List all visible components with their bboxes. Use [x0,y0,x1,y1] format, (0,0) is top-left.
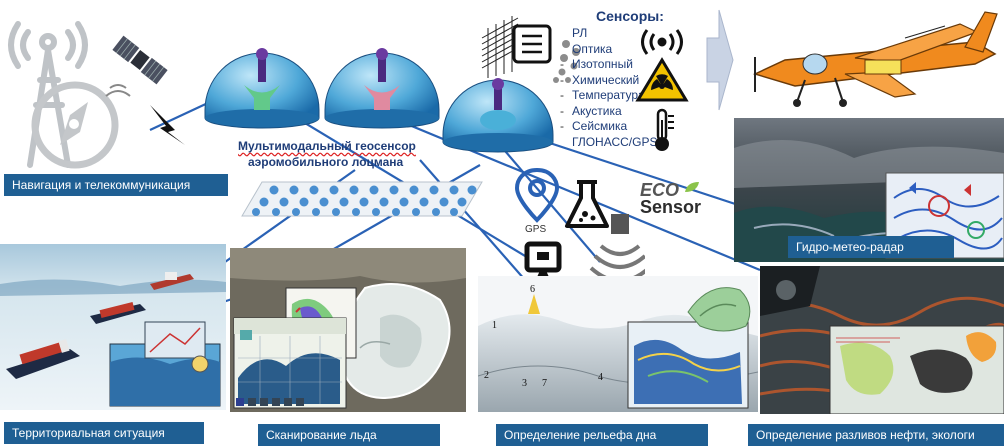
chip-lines [522,34,542,54]
caption-relief: Определение рельефа дна [496,424,708,446]
radiation-icon [635,57,689,102]
sensor-list-block: Сенсоры: РЛ Оптика -Изотопный -Химически… [560,8,710,150]
oil-spill-panel-image [760,266,1004,414]
sensor-list: РЛ Оптика -Изотопный -Химический -Темпер… [560,26,710,150]
sensors-title: Сенсоры: [596,8,664,24]
map-inset [109,321,221,407]
relief-number: 4 [598,372,603,383]
oil-map-inset [829,325,1004,414]
ship-icon [90,302,146,324]
antenna-array-icon [481,16,519,78]
aircraft-nose-icon [760,266,820,316]
lightning-icon [150,105,185,145]
radio-signal-icon [641,29,683,55]
sensor-item: -Сейсмика [560,119,628,133]
eco-logo-word: ECO [640,180,680,200]
relief-number: 6 [530,284,535,295]
caption-oil: Определение разливов нефти, экологи [748,424,1004,446]
satellite-icon [112,35,168,85]
ship-icon [6,339,80,379]
flask-icon [565,180,609,228]
geosensor-title-line1: Мультимодальный геосенсор [238,139,416,153]
connector-line [419,159,526,281]
caption-meteo: Гидро-метео-радар [788,236,954,258]
ship-icon [150,272,194,290]
geosensor-title-line2: аэромобильного лоцмана [248,155,404,169]
sensor-item: Оптика [572,41,613,56]
gps-label: GPS [525,224,546,235]
gps-pin-icon [515,168,560,223]
terrain-3d-inset [687,287,751,332]
caption-ice: Сканирование льда [258,424,440,446]
sensor-item: -Акустика [560,103,622,118]
direction-arrow-icon [706,9,734,111]
signal-wave-icon [109,84,127,89]
airplane-icon [752,11,998,107]
relief-number: 1 [492,320,497,331]
relief-number: 3 [522,378,527,389]
navigation-icons [8,21,185,169]
relief-panel-image [478,276,758,412]
leaf-icon [685,182,700,192]
dome-1 [204,48,320,129]
dome-2 [324,48,440,129]
geosensor-title: Мультимодальный геосенсор аэромобильного… [238,138,438,170]
sensor-domes [204,48,554,153]
aerial-drone-airplane [752,11,998,107]
sensor-array-plate [241,181,483,217]
thermometer-icon [655,108,674,151]
sensor-item: -Изотопный [560,57,633,71]
sensor-item: -Химический [560,72,640,87]
bathymetry-inset [627,321,749,409]
eco-sensor-logo: ECO Sensor [640,180,730,220]
sensor-item: ГЛОНАСС/GPS [572,134,658,149]
compass-icon [31,81,119,169]
caption-territory: Территориальная ситуация [4,422,204,444]
dot-cluster-icon [553,40,580,83]
logo-row [236,398,304,406]
relief-number: 7 [542,378,547,389]
sensor-item: -Температура [560,88,645,102]
dome-3 [442,78,554,153]
sensor-type-icons [635,29,689,151]
ice-map-inset [233,317,347,409]
signal-wave-icon [105,90,131,97]
caption-navigation: Навигация и телекоммуникация [4,174,228,196]
measurement-icons: GPS [515,168,645,298]
ice-panel-image [230,248,466,412]
device-icons [481,16,580,83]
connector-line [149,101,211,131]
sensor-item: РЛ [572,26,588,40]
eco-logo-sensor-word: Sensor [640,197,702,217]
territory-panel-image [0,244,226,410]
relief-number: 2 [484,370,489,381]
